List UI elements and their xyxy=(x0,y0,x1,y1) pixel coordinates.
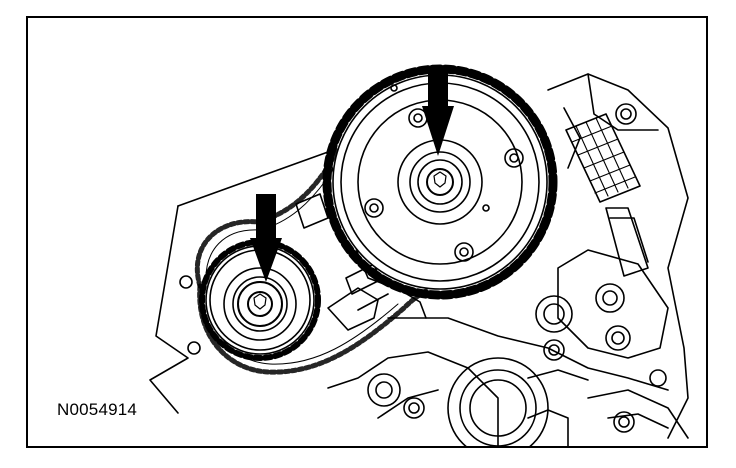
mesh-pad xyxy=(565,113,641,203)
illustration-frame: N0054914 xyxy=(26,16,708,448)
engine-timing-illustration xyxy=(149,64,689,446)
figure-reference-number: N0054914 xyxy=(57,400,138,419)
engine-block-outline xyxy=(149,73,689,446)
camshaft-sprocket xyxy=(322,64,558,300)
engine-bolts xyxy=(179,103,667,446)
arrow-down-icon xyxy=(250,72,454,282)
